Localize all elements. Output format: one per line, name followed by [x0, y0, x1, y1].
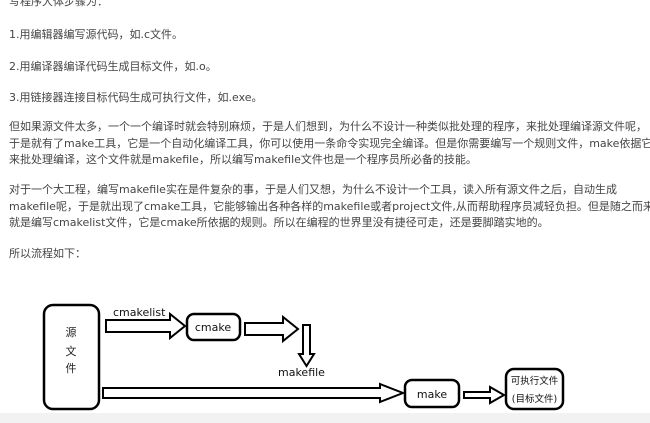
paragraph-make: 但如果源文件太多，一个一个编译时就会特别麻烦，于是人们想到，为什么不设计一种类似…: [9, 119, 650, 169]
paragraph-cmake-line: 对于一个大工程，编写makefile实在是件复杂的事，于是人们又想，为什么不设计…: [9, 183, 617, 196]
paragraph-make-line: 来批处理编译，这个文件就是makefile，所以编写makefile文件也是一个…: [9, 153, 477, 166]
paragraph-make-line: 于是就有了make工具，它是一个自动化编译工具，你可以使用一条命令实现完全编译。…: [9, 136, 650, 150]
flow-intro-text: 所以流程如下：: [9, 247, 86, 260]
make-node-label: make: [417, 388, 447, 401]
label-makefile: makefile: [278, 366, 325, 379]
source-char: 源: [66, 325, 77, 339]
step-3: 3.用链接器连接目标代码生成可执行文件，如.exe。: [9, 91, 263, 104]
executable-node: [504, 367, 565, 411]
bottom-strip: [0, 413, 650, 423]
cmake-node-label: cmake: [195, 321, 231, 334]
paragraph-cmake-line: 就是编写cmakelist文件，它是cmake所依据的规则。所以在编程的世界里没…: [9, 216, 549, 229]
arrow-down: [297, 324, 316, 368]
label-cmakelist: cmakelist: [113, 306, 166, 319]
arrow-from-cmake: [244, 314, 300, 344]
step-2: 2.用编译器编译代码生成目标文件，如.o。: [9, 60, 217, 73]
arrow-to-make: [102, 382, 406, 404]
paragraph-make-line: 但如果源文件太多，一个一个编译时就会特别麻烦，于是人们想到，为什么不设计一种类似…: [9, 120, 647, 133]
arrow-to-output: [463, 385, 507, 405]
step-1: 1.用编辑器编写源代码，如.c文件。: [9, 28, 184, 41]
intro-text: 写程序大体步骤为：: [9, 0, 108, 8]
source-files-node: [42, 303, 101, 411]
arrow-to-cmake: [105, 311, 187, 341]
cmake-node: [185, 312, 242, 342]
make-node: [403, 378, 461, 409]
source-char: 文: [66, 344, 77, 358]
paragraph-cmake: 对于一个大工程，编写makefile实在是件复杂的事，于是人们又想，为什么不设计…: [9, 182, 650, 232]
executable-node-line1: 可执行文件: [511, 375, 559, 387]
source-char: 件: [66, 362, 77, 375]
paragraph-cmake-line: makefile呢，于是就出现了cmake工具，它能够输出各种各样的makefi…: [9, 199, 650, 213]
executable-node-line2: (目标文件): [512, 393, 557, 405]
